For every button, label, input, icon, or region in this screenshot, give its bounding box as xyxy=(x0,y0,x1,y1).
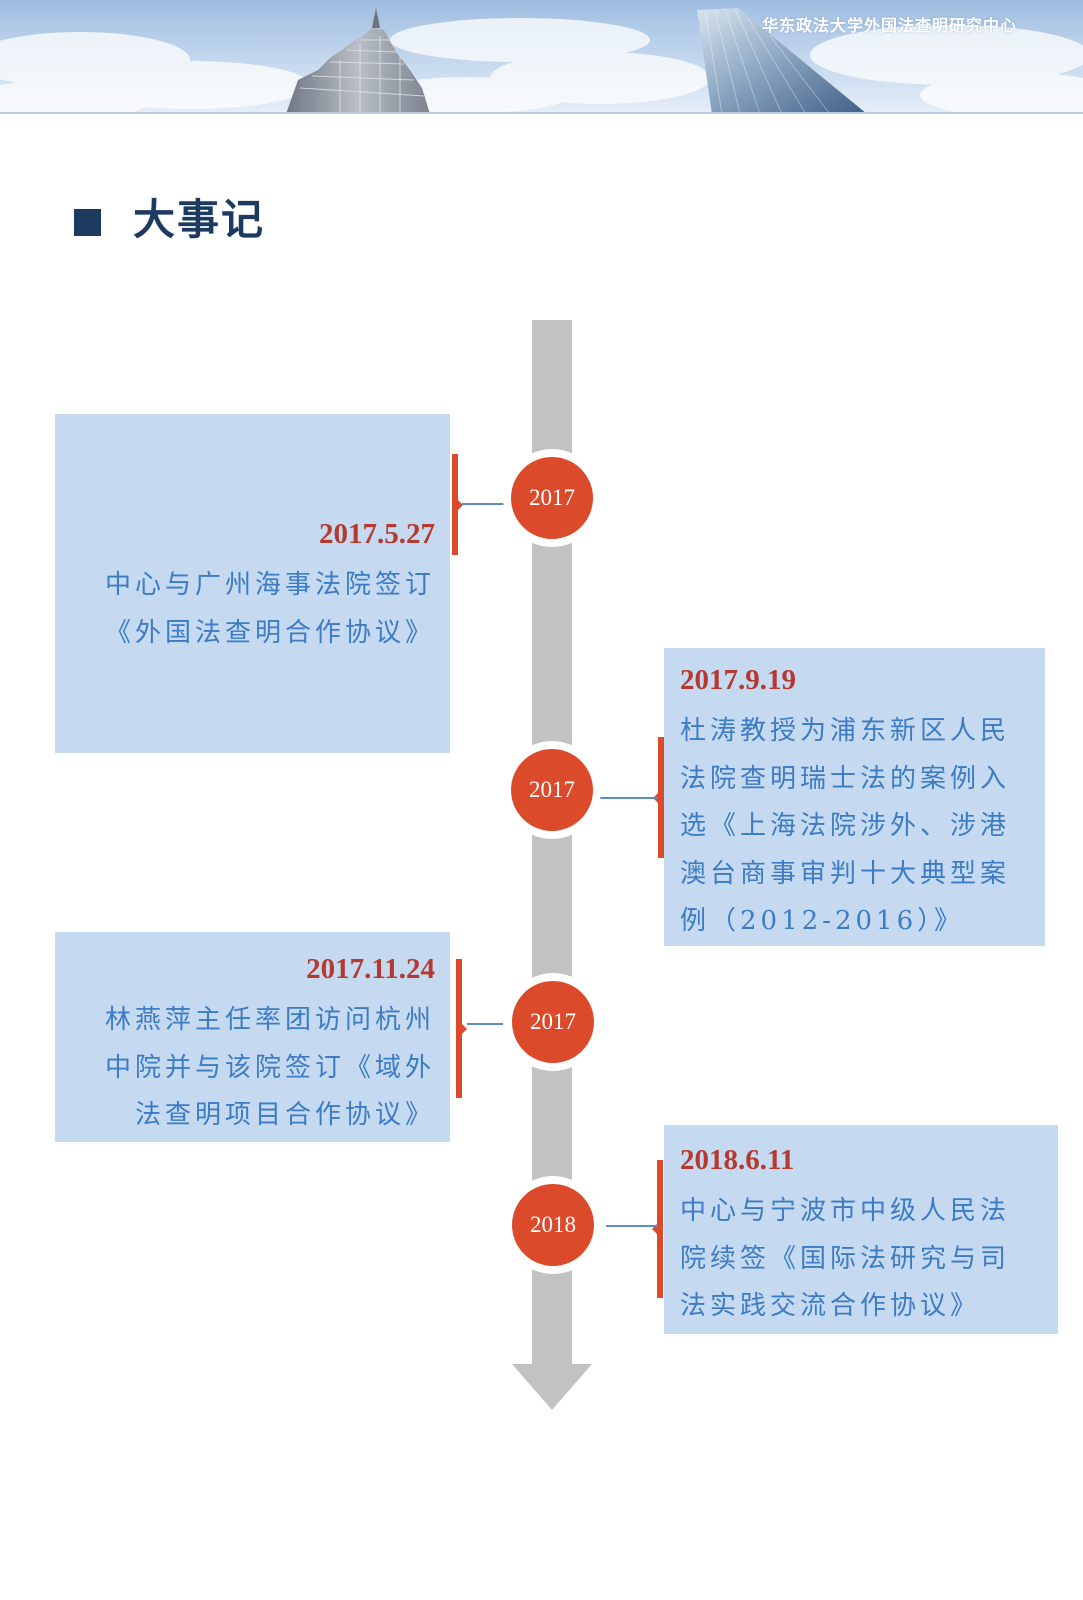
year-node-circle: 2017 xyxy=(511,749,593,831)
event-marker-bar xyxy=(452,454,463,555)
year-node: 2018 xyxy=(504,1176,602,1274)
event-card: 2017.11.24 林燕萍主任率团访问杭州 中院并与该院签订《域外 法查明项目… xyxy=(55,932,450,1142)
square-bullet-icon xyxy=(74,209,101,236)
connector-line xyxy=(462,503,508,505)
year-label: 2017 xyxy=(529,777,575,802)
event-text-line: 《外国法查明合作协议》 xyxy=(104,617,435,648)
year-node-circle: 2018 xyxy=(512,1184,594,1266)
year-node-circle: 2017 xyxy=(512,981,594,1063)
year-node: 2017 xyxy=(503,449,601,547)
event-text-line: 法实践交流合作协议》 xyxy=(680,1291,981,1321)
event-marker-bar xyxy=(456,959,467,1098)
connector-line xyxy=(606,1225,657,1227)
pagoda-tower-graphic xyxy=(286,8,430,114)
event-card: 2017.9.19 杜涛教授为浦东新区人民 法院查明瑞士法的案例入 选《上海法院… xyxy=(664,648,1045,946)
event-text-line: 选《上海法院涉外、涉港 xyxy=(680,811,1011,841)
event-marker-bar xyxy=(653,737,664,858)
section-title: 大事记 xyxy=(133,195,266,244)
year-label: 2017 xyxy=(530,1009,576,1034)
event-text-line: 林燕萍主任率团访问杭州 xyxy=(104,1005,435,1035)
year-node-circle: 2017 xyxy=(511,457,593,539)
event-text-line: 澳台商事审判十大典型案 xyxy=(680,858,1011,889)
event-text-line: 杜涛教授为浦东新区人民 xyxy=(680,716,1011,746)
connector-line xyxy=(467,1023,503,1025)
year-label: 2017 xyxy=(529,485,575,510)
event-text-line: 法查明项目合作协议》 xyxy=(134,1100,435,1130)
organization-name: 华东政法大学外国法查明研究中心 xyxy=(762,16,1018,35)
event-card: 2017.5.27 中心与广州海事法院签订 《外国法查明合作协议》 xyxy=(55,414,450,753)
connector-line xyxy=(600,797,658,799)
year-label: 2018 xyxy=(530,1212,576,1237)
arrow-down-icon xyxy=(512,1364,592,1410)
event-marker-bar xyxy=(652,1160,663,1298)
event-text-line: 中心与宁波市中级人民法 xyxy=(680,1196,1011,1226)
event-text-line: 例（2012-2016）》 xyxy=(680,906,965,936)
event-text-line: 中心与广州海事法院签订 xyxy=(104,570,435,600)
year-node: 2017 xyxy=(503,741,601,839)
event-date: 2017.9.19 xyxy=(680,664,796,696)
sky-skyline-banner: 华东政法大学外国法查明研究中心 xyxy=(0,0,1083,114)
event-date: 2018.6.11 xyxy=(680,1144,795,1176)
event-date: 2017.5.27 xyxy=(319,518,435,550)
year-node: 2017 xyxy=(504,973,602,1071)
event-text-line: 中院并与该院签订《域外 xyxy=(104,1052,435,1083)
skyline-illustration xyxy=(0,0,1083,114)
event-card: 2018.6.11 中心与宁波市中级人民法 院续签《国际法研究与司 法实践交流合… xyxy=(664,1125,1058,1334)
event-date: 2017.11.24 xyxy=(306,953,435,985)
event-text-line: 法院查明瑞士法的案例入 xyxy=(680,763,1011,794)
glass-tower-graphic xyxy=(697,8,867,114)
event-text-line: 院续签《国际法研究与司 xyxy=(680,1243,1011,1274)
